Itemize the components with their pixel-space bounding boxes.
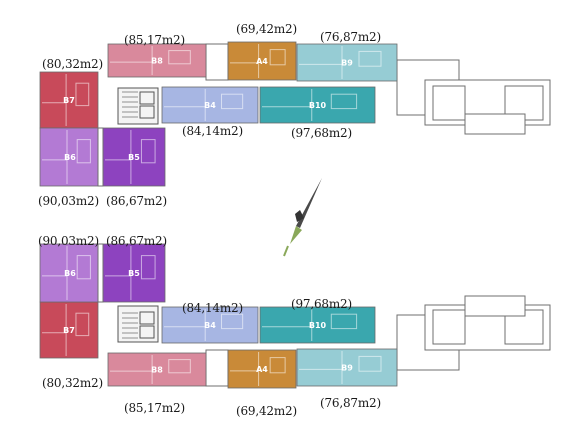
annex-room-bottom xyxy=(432,309,466,345)
area-label-top-b8: (85,17m2) xyxy=(124,33,185,47)
unit-code-b9-top: B9 xyxy=(341,59,353,68)
unit-code-b6-top: B6 xyxy=(64,153,76,162)
area-label-top-b7: (80,32m2) xyxy=(42,57,103,71)
unit-code-b10-bottom: B10 xyxy=(309,321,327,330)
unit-b6-top: B6 xyxy=(39,127,101,187)
north-arrow-icon xyxy=(283,178,322,257)
light-well-bottom xyxy=(97,243,104,303)
corridor-bottom xyxy=(205,349,229,387)
area-label-bottom-b4: (84,14m2) xyxy=(182,301,243,315)
unit-code-b8-top: B8 xyxy=(151,57,163,66)
unit-code-b9-bottom: B9 xyxy=(341,364,353,373)
unit-b7-top: B7 xyxy=(39,71,99,129)
unit-b7-bottom: B7 xyxy=(39,301,99,359)
unit-a4-top: A4 xyxy=(227,41,297,81)
unit-code-b8-bottom: B8 xyxy=(151,366,163,375)
area-label-top-a4: (69,42m2) xyxy=(236,22,297,36)
area-label-bottom-b7: (80,32m2) xyxy=(42,376,103,390)
area-label-bottom-a4: (69,42m2) xyxy=(236,404,297,418)
unit-code-b5-top: B5 xyxy=(128,153,140,162)
elevator-shaft-top xyxy=(139,105,155,119)
unit-b4-bottom: B4 xyxy=(161,306,259,344)
annex-room-top xyxy=(432,85,466,121)
elevator-shaft-bottom xyxy=(139,325,155,339)
area-label-top-b10: (97,68m2) xyxy=(291,126,352,140)
unit-code-a4-top: A4 xyxy=(256,57,268,66)
elevator-shaft-top xyxy=(139,91,155,105)
area-label-top-b5: (86,67m2) xyxy=(106,194,167,208)
area-label-bottom-b6: (90,03m2) xyxy=(38,234,99,248)
unit-b9-top: B9 xyxy=(296,43,398,82)
area-label-top-b6: (90,03m2) xyxy=(38,194,99,208)
area-label-bottom-b5: (86,67m2) xyxy=(106,234,167,248)
unit-code-b7-top: B7 xyxy=(63,96,75,105)
unit-code-b6-bottom: B6 xyxy=(64,269,76,278)
unit-code-b7-bottom: B7 xyxy=(63,326,75,335)
unit-b5-bottom: B5 xyxy=(102,243,166,303)
area-label-top-b4: (84,14m2) xyxy=(182,124,243,138)
unit-code-b4-top: B4 xyxy=(204,101,216,110)
floor-plan-bottom: B8 A4 B9 B7 B4 B10 B6 B5 xyxy=(39,243,551,389)
unit-code-a4-bottom: A4 xyxy=(256,365,268,374)
unit-b8-bottom: B8 xyxy=(107,352,207,387)
unit-b10-top: B10 xyxy=(259,86,376,124)
unit-b4-top: B4 xyxy=(161,86,259,124)
unit-code-b10-top: B10 xyxy=(309,101,327,110)
unit-b10-bottom: B10 xyxy=(259,306,376,344)
unit-b5-top: B5 xyxy=(102,127,166,187)
area-label-top-b9: (76,87m2) xyxy=(320,30,381,44)
unit-code-b4-bottom: B4 xyxy=(204,321,216,330)
area-label-bottom-b10: (97,68m2) xyxy=(291,297,352,311)
unit-code-b5-bottom: B5 xyxy=(128,269,140,278)
unit-a4-bottom: A4 xyxy=(227,349,297,389)
area-label-bottom-b8: (85,17m2) xyxy=(124,401,185,415)
unit-b8-top: B8 xyxy=(107,43,207,78)
light-well-top xyxy=(97,127,104,187)
annex-wing-bottom xyxy=(464,295,526,317)
unit-b6-bottom: B6 xyxy=(39,243,101,303)
elevator-shaft-bottom xyxy=(139,311,155,325)
unit-b9-bottom: B9 xyxy=(296,348,398,387)
annex-wing-top xyxy=(464,113,526,135)
corridor-top xyxy=(205,43,229,81)
area-label-bottom-b9: (76,87m2) xyxy=(320,396,381,410)
